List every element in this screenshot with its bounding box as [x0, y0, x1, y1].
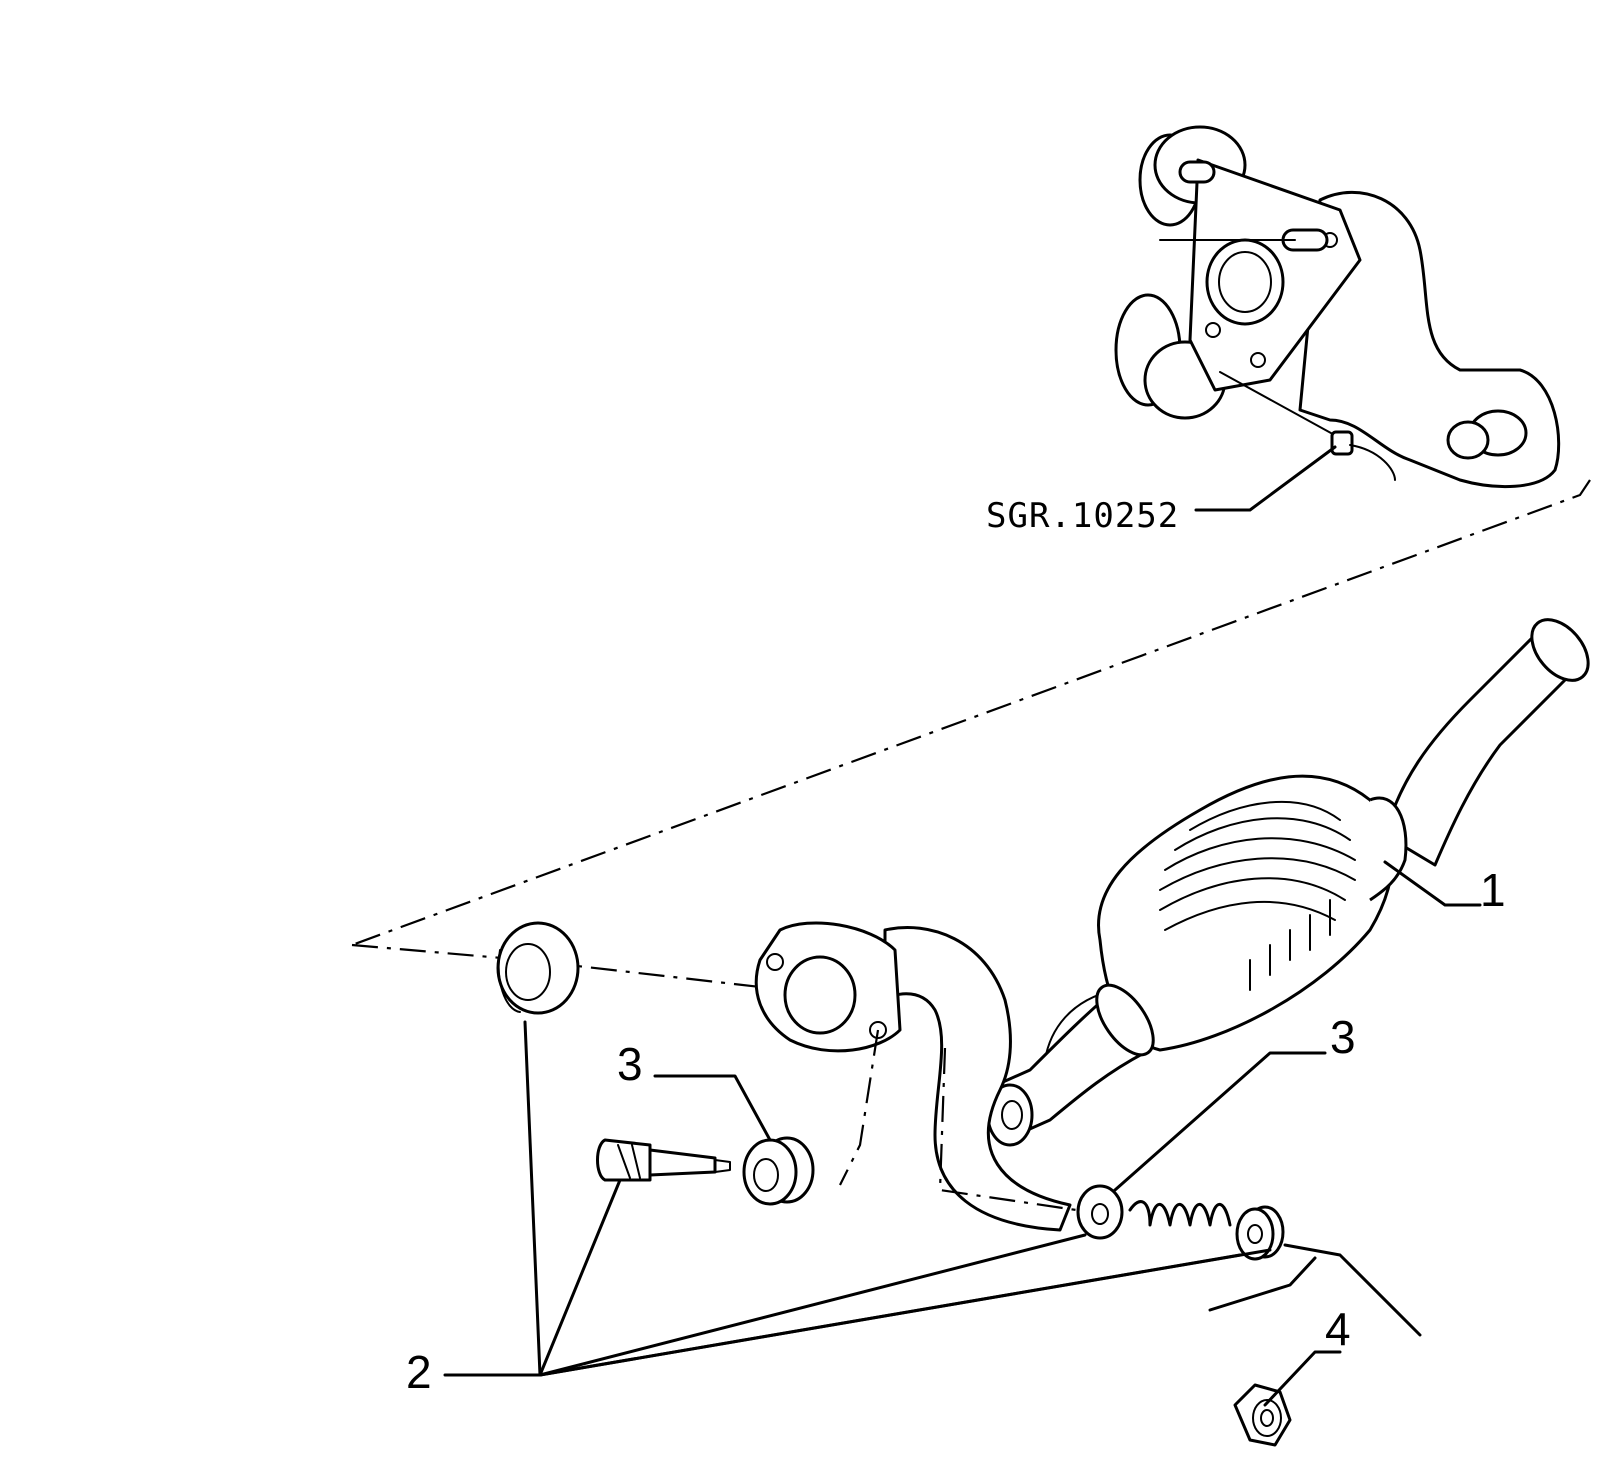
- callout-1-leader: [1383, 860, 1482, 907]
- compression-spring: [1128, 1200, 1232, 1227]
- callout-2-leader-washer-2: [538, 1248, 1272, 1377]
- callout-number-1: 1: [1480, 864, 1506, 916]
- exhaust-manifold: [1114, 125, 1561, 488]
- spacer-bushing-right: [1076, 1184, 1124, 1240]
- callout-3-left-leader: [653, 1074, 772, 1142]
- reference-leader-line: [1194, 445, 1337, 512]
- assembly-centerline-lower: [351, 943, 831, 997]
- spring-washer: [1235, 1205, 1285, 1261]
- nut-bracket-left: [1208, 1256, 1317, 1312]
- callout-3-right-leader: [1113, 1051, 1327, 1192]
- callout-2-leader-bushing: [538, 1233, 1087, 1377]
- gasket-ring: [496, 921, 580, 1015]
- lock-nut: [1233, 1383, 1292, 1447]
- callout-number-3-right: 3: [1330, 1011, 1356, 1063]
- callout-2-leader-gasket: [443, 1020, 542, 1377]
- callout-number-4: 4: [1325, 1303, 1351, 1355]
- nut-bracket-right: [1283, 1243, 1422, 1337]
- callout-number-2: 2: [406, 1346, 432, 1398]
- stud-bolt: [596, 1138, 731, 1182]
- assembly-centerline-upper: [351, 479, 1591, 947]
- callout-number-3-left: 3: [617, 1038, 643, 1090]
- spacer-bushing-left: [742, 1136, 815, 1206]
- callout-4-leader: [1263, 1350, 1342, 1407]
- catalytic-converter: [754, 618, 1590, 1232]
- reference-code-label: SGR.10252: [986, 496, 1179, 536]
- callout-2-leader-stud: [538, 1178, 622, 1377]
